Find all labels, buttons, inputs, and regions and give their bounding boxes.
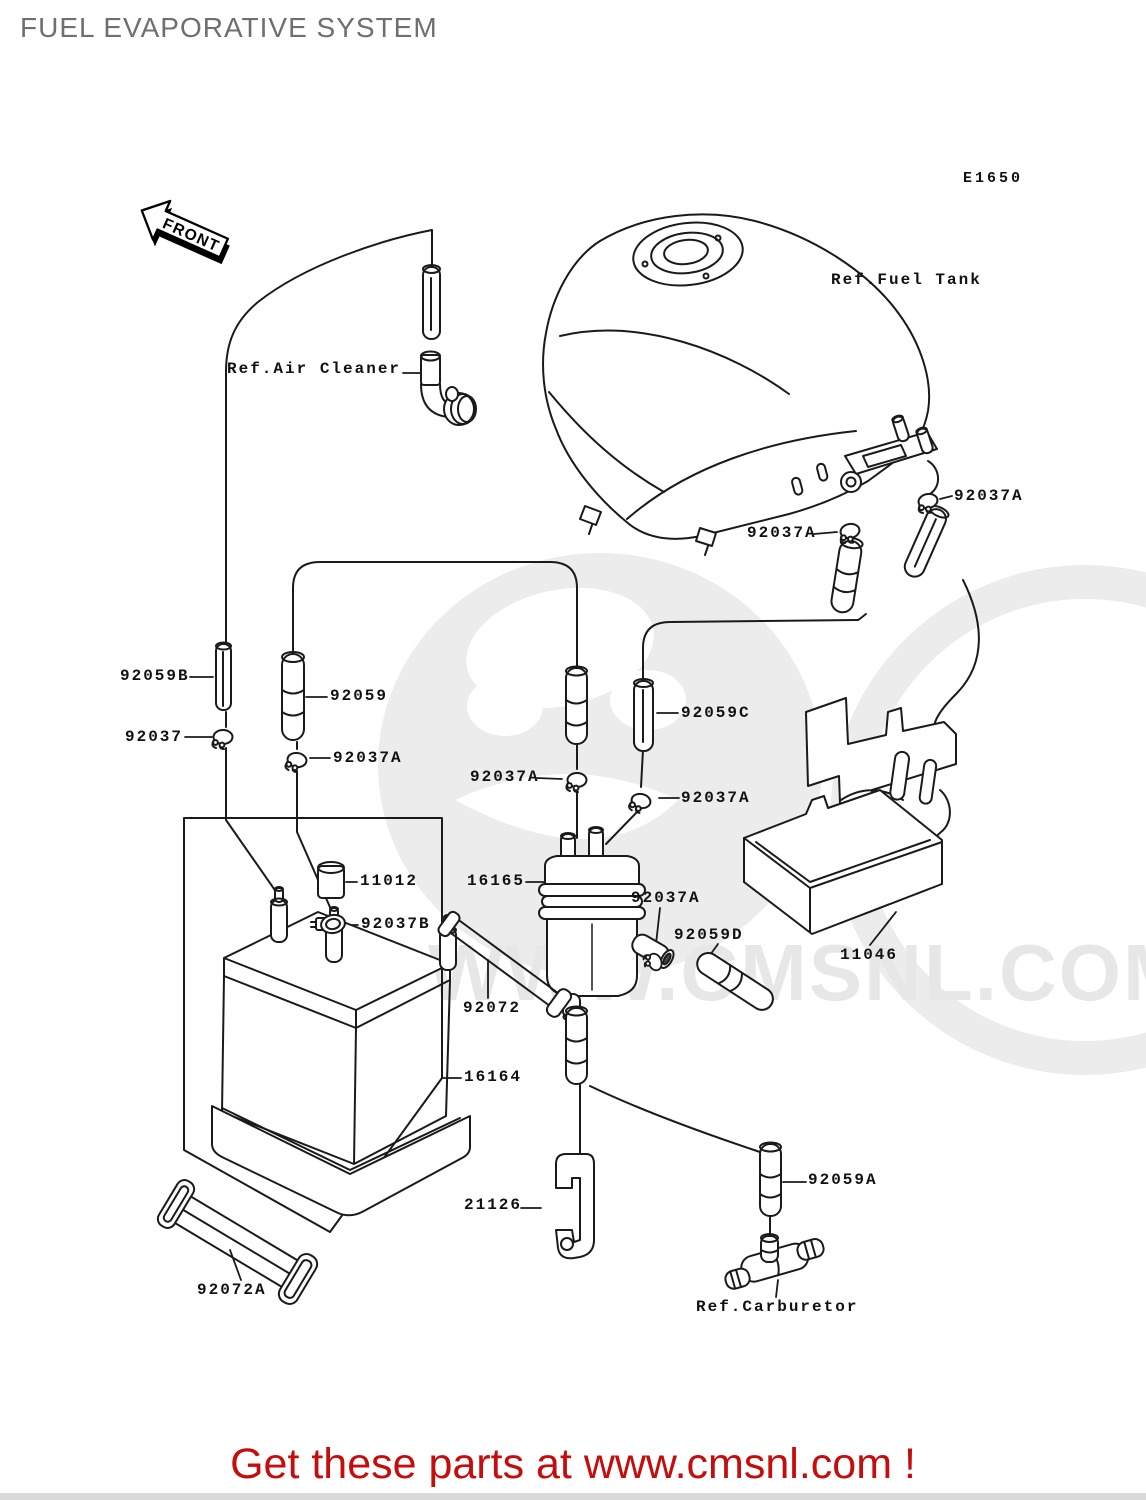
part-label-92037: 92037 [125,728,184,746]
ref-label-ref-carburetor: Ref.Carburetor [696,1298,859,1316]
page-title: FUEL EVAPORATIVE SYSTEM [20,12,438,43]
part-label-92059a: 92059A [808,1171,878,1189]
part-label-16164: 16164 [464,1068,523,1086]
strap-92072A-drawing [156,1179,319,1305]
hose-92059B-drawing [215,641,232,711]
part-label-92037a: 92037A [681,789,751,807]
watermark-text: WWW.CMSNL.COM [428,928,1146,1017]
hose-far-right-drawing [903,505,950,578]
hose-below-filter-drawing [565,1005,588,1085]
part-label-92037a: 92037A [470,768,540,786]
cap-11012-drawing [317,861,345,899]
hose-92059-drawing [281,651,305,741]
part-label-92037b: 92037B [361,915,431,933]
bottom-divider-bar [0,1493,1146,1500]
canister-group-box [183,817,443,1233]
filter-16165-drawing [538,826,675,1022]
hose-center-drawing [565,665,588,745]
part-label-92037a: 92037A [954,487,1024,505]
clamp-92037B-drawing [310,913,346,935]
part-label-21126: 21126 [464,1196,523,1214]
part-label-92072a: 92072A [197,1281,267,1299]
part-label-16165: 16165 [467,872,526,890]
part-label-92059b: 92059B [120,667,190,685]
air-cleaner-elbow-drawing [420,264,477,426]
bracket-21126-drawing [555,1153,595,1260]
fuel-tank-drawing [542,213,939,556]
ref-label-ref-air cleaner: Ref.Air Cleaner [227,360,402,378]
hose-92059C-drawing [633,678,654,752]
diagram-code: E1650 [963,170,1024,187]
part-label-92037a: 92037A [333,749,403,767]
hose-tank-right-drawing [830,536,864,614]
part-label-92059d: 92059D [674,926,744,944]
hose-92059D-drawing [696,951,774,1011]
part-label-11046: 11046 [840,946,899,964]
carburetor-tee-drawing [724,1233,825,1290]
cms-watermark: WWW.CMSNL.COM [378,553,1146,1075]
part-label-92059: 92059 [330,687,389,705]
hose-92059A-drawing [759,1141,782,1217]
part-label-92037a: 92037A [631,889,701,907]
footer-promo-text[interactable]: Get these parts at www.cmsnl.com ! [230,1440,916,1488]
part-label-11012: 11012 [360,872,419,890]
ref-label-ref-fuel tank: Ref.Fuel Tank [831,271,982,289]
part-label-92059c: 92059C [681,704,751,722]
part-label-92072: 92072 [463,999,522,1017]
front-arrow-badge: FRONT [140,199,230,265]
hose-routing-lines [225,229,980,1241]
part-label-92037a: 92037A [747,524,817,542]
bracket-11046-drawing [743,697,957,935]
strap-92072-drawing [437,910,573,1018]
